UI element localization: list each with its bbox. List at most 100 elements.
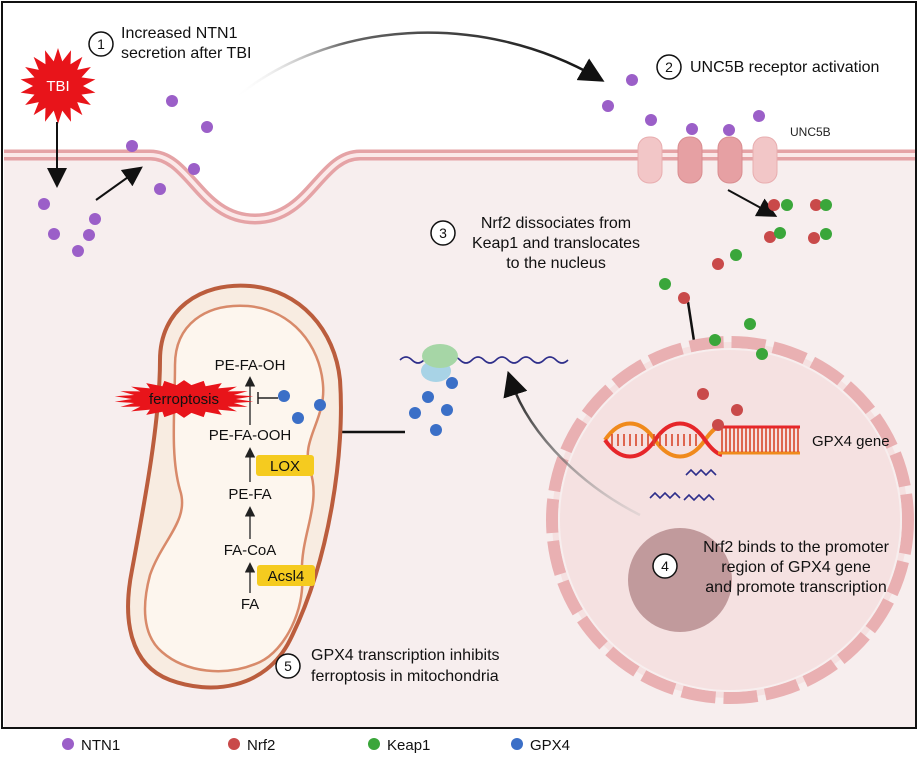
ferroptosis-label: ferroptosis [149, 391, 219, 408]
step-1-number: 1 [97, 36, 105, 52]
step-3-text-line3: to the nucleus [506, 255, 606, 272]
gpx4-molecule [430, 424, 442, 436]
step-2: 2 UNC5B receptor activation [656, 54, 879, 80]
nrf2-molecule [697, 388, 709, 400]
lox-enzyme-label: LOX [270, 458, 300, 475]
ferroptosis-starburst: ferroptosis [114, 380, 254, 418]
mrna-squiggle [649, 491, 681, 500]
ntn1-molecule [626, 74, 638, 86]
step-4-number: 4 [661, 558, 669, 574]
step-3-text-line2: Keap1 and translocates [472, 235, 640, 252]
ntn1-molecule [48, 228, 60, 240]
nucleolus [628, 528, 732, 632]
keap1-molecule [659, 278, 671, 290]
legend-swatch-nrf2 [228, 738, 240, 750]
keap1-molecule [774, 227, 786, 239]
gpx4-molecule [422, 391, 434, 403]
ntn1-molecule [723, 124, 735, 136]
step-2-number: 2 [665, 59, 673, 75]
step-2-text-line1: UNC5B receptor activation [690, 59, 879, 76]
ntn1-molecule [166, 95, 178, 107]
tbi-label: TBI [46, 78, 69, 95]
legend-swatch-gpx4 [511, 738, 523, 750]
nrf2-molecule [712, 419, 724, 431]
step-5-number: 5 [284, 658, 292, 674]
unc5b-label: UNC5B [790, 125, 831, 139]
keap1-molecule [781, 199, 793, 211]
mrna-squiggle [683, 493, 715, 502]
legend-label-nrf2: Nrf2 [247, 737, 275, 754]
legend-label-ntn1: NTN1 [81, 737, 120, 754]
gpx4-molecule [314, 399, 326, 411]
keap1-molecule [730, 249, 742, 261]
export-arrow [503, 370, 641, 517]
step-1-text-line2: secretion after TBI [121, 45, 251, 62]
step-3-number: 3 [439, 225, 447, 241]
keap1-molecule [709, 334, 721, 346]
step-4-text-line1: Nrf2 binds to the promoter [703, 539, 890, 556]
cell-membrane [4, 149, 915, 225]
legend-label-keap1: Keap1 [387, 737, 430, 754]
keap1-molecule [820, 228, 832, 240]
ribosome [421, 344, 458, 382]
pathway-pe-fa-ooh: PE-FA-OOH [209, 427, 292, 444]
ntn1-molecule [753, 110, 765, 122]
nrf2-molecule [768, 199, 780, 211]
pathway-fa-coa: FA-CoA [224, 542, 277, 559]
nrf2-molecule [808, 232, 820, 244]
gpx4-molecule [441, 404, 453, 416]
pathway-pe-fa-oh: PE-FA-OH [215, 357, 286, 374]
unc5b-receptors [637, 136, 778, 184]
keap1-molecule [744, 318, 756, 330]
ntn1-molecule [89, 213, 101, 225]
legend: NTN1 Nrf2 Keap1 GPX4 [62, 737, 570, 754]
gpx4-gene-label: GPX4 gene [812, 433, 890, 450]
gpx4-molecule [446, 377, 458, 389]
ntn1-molecule [72, 245, 84, 257]
step-5: 5 GPX4 transcription inhibits ferroptosi… [275, 647, 500, 685]
ntn1-molecule [83, 229, 95, 241]
molecule-dots [38, 74, 832, 436]
acsl4-enzyme-box [257, 565, 315, 586]
nrf2-molecule [764, 231, 776, 243]
acsl4-enzyme-label: Acsl4 [268, 568, 305, 585]
gpx4-gene-dna [603, 421, 800, 459]
gpx4-inhibition-bar [257, 392, 278, 404]
nrf2-molecule [731, 404, 743, 416]
curved-arrow-top [234, 31, 605, 99]
step-5-text-line2: ferroptosis in mitochondria [311, 668, 499, 685]
gpx4-molecule [278, 390, 290, 402]
ntn1-molecule [154, 183, 166, 195]
ntn1-molecule [38, 198, 50, 210]
step-4-text-line3: and promote transcription [705, 579, 886, 596]
legend-swatch-ntn1 [62, 738, 74, 750]
ntn1-molecule [686, 123, 698, 135]
step-1: 1 Increased NTN1 secretion after TBI [88, 25, 251, 62]
dissociation-arrow [727, 189, 778, 217]
gpx4-molecule [409, 407, 421, 419]
step-3-text-line1: Nrf2 dissociates from [481, 215, 631, 232]
lox-enzyme-box [256, 455, 314, 476]
nrf2-molecule [810, 199, 822, 211]
ntn1-molecule [188, 163, 200, 175]
ntn1-molecule [602, 100, 614, 112]
pathway-fa: FA [241, 596, 259, 613]
legend-swatch-keap1 [368, 738, 380, 750]
legend-label-gpx4: GPX4 [530, 737, 570, 754]
pathway-pe-fa: PE-FA [228, 486, 271, 503]
ntn1-molecule [126, 140, 138, 152]
step-1-text-line1: Increased NTN1 [121, 25, 238, 42]
nrf2-molecule [678, 292, 690, 304]
secretion-arrow [95, 166, 143, 201]
nucleus [546, 336, 914, 704]
tbi-starburst: TBI [20, 48, 96, 124]
step-5-text-line1: GPX4 transcription inhibits [311, 647, 500, 664]
nrf2-molecule [712, 258, 724, 270]
keap1-molecule [756, 348, 768, 360]
step-4-text-line2: region of GPX4 gene [721, 559, 871, 576]
ntn1-molecule [201, 121, 213, 133]
gpx4-molecule [292, 412, 304, 424]
ntn1-molecule [645, 114, 657, 126]
keap1-molecule [820, 199, 832, 211]
